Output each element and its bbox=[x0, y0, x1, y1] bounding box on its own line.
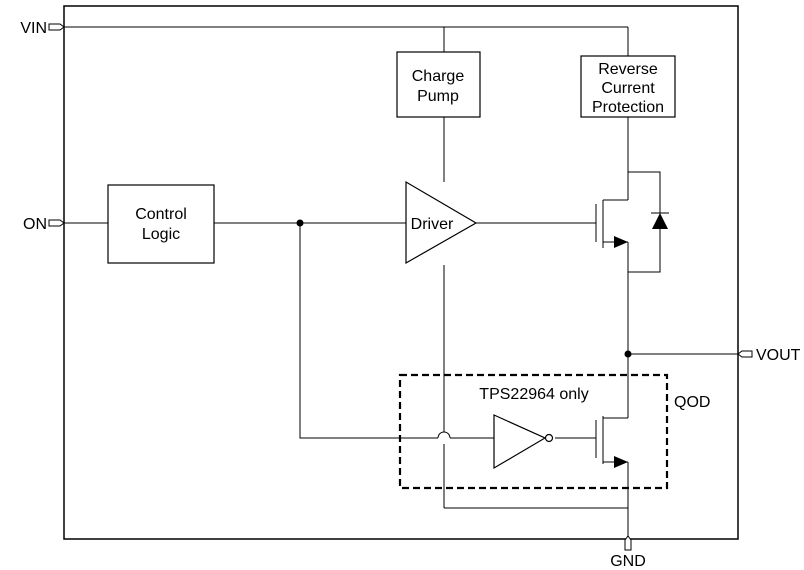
control-logic-block bbox=[107, 184, 215, 264]
wire-crossover-hop bbox=[437, 431, 451, 439]
rcp-label-1: Reverse bbox=[598, 61, 658, 78]
vin-pin-icon bbox=[48, 23, 65, 31]
vout-pin-label: VOUT bbox=[756, 347, 801, 364]
driver-block bbox=[405, 180, 478, 265]
inverter-icon bbox=[493, 414, 547, 470]
charge-pump-label-1: Charge bbox=[412, 68, 465, 85]
on-pin-label: ON bbox=[23, 216, 47, 233]
reverse-current-protection-block bbox=[580, 55, 676, 118]
gnd-pin-icon bbox=[624, 535, 632, 551]
gnd-pin-label: GND bbox=[610, 553, 646, 570]
inverter-bubble bbox=[544, 433, 554, 443]
qod-mosfet-arrow bbox=[614, 456, 628, 468]
rcp-label-3: Protection bbox=[592, 99, 664, 116]
body-diode-loop bbox=[628, 171, 661, 273]
on-pin-icon bbox=[48, 219, 65, 227]
chip-outline bbox=[63, 5, 739, 540]
driver-label: Driver bbox=[411, 216, 454, 233]
charge-pump-block bbox=[396, 51, 481, 118]
vout-pin-icon bbox=[737, 350, 753, 358]
qod-label: QOD bbox=[674, 394, 710, 411]
control-logic-label-2: Logic bbox=[142, 226, 180, 243]
rcp-label-2: Current bbox=[601, 80, 655, 97]
mosfet-arrow bbox=[614, 236, 628, 248]
vin-pin-label: VIN bbox=[20, 20, 47, 37]
charge-pump-label-2: Pump bbox=[417, 88, 459, 105]
control-logic-label-1: Control bbox=[135, 206, 187, 223]
body-diode-icon bbox=[652, 213, 668, 229]
qod-region bbox=[398, 373, 669, 490]
control-to-inverter-wire bbox=[299, 223, 438, 439]
qod-note: TPS22964 only bbox=[479, 386, 588, 403]
